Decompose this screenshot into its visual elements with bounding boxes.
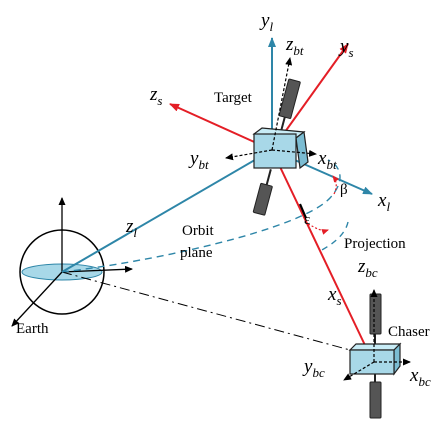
label-earth: Earth [16,321,49,337]
axis-ybc-arrow [343,361,375,381]
target-satellite-icon [252,78,309,216]
label-zbt: zbt [285,34,304,58]
label-epsilon: ε [304,212,310,228]
label-xbc: xbc [409,365,431,389]
label-ybc: ybc [302,356,325,380]
label-plane: plane [180,245,213,261]
epsilon-angle-arc [307,223,329,235]
orbit-plane-arc [61,159,341,273]
axis-xbt-arrow [271,149,317,157]
chaser-satellite-icon [348,293,402,419]
projection-arc [317,221,349,253]
label-target: Target [214,90,253,106]
label-beta: β [340,182,348,198]
earth-axis-left-arrow [11,271,63,327]
earth-chaser-line [61,271,351,351]
axis-zbt-arrow [271,57,293,151]
label-chaser: Chaser [388,324,430,340]
axis-xs-arrow [271,149,374,363]
label-ybt: ybt [188,148,209,172]
earth-target-line [61,149,273,273]
label-xl: xl [377,190,390,214]
label-ys: ys [338,36,354,60]
label-zbc: zbc [357,256,378,280]
beta-angle-arc [332,175,339,195]
label-zl: zl [125,216,137,240]
earth-icon [11,197,133,327]
label-orbit: Orbit [182,223,214,239]
label-xs: xs [327,284,342,308]
label-zs: zs [149,84,162,108]
epsilon-tick [298,203,308,219]
earth-axis-right-arrow [61,265,133,273]
axis-ybt-arrow [225,149,273,161]
label-xbt: xbt [317,148,337,172]
label-projection: Projection [344,236,406,252]
label-yl: yl [259,10,273,34]
